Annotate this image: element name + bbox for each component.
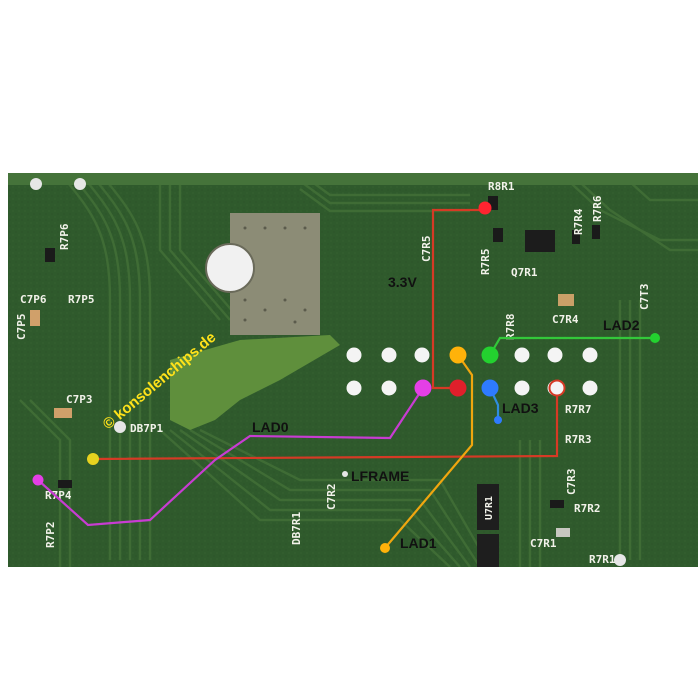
end-lad2-marker bbox=[650, 333, 660, 343]
wire-3v3 bbox=[431, 208, 485, 390]
silk-c7t3: C7T3 bbox=[638, 284, 651, 311]
via-pad bbox=[74, 178, 86, 190]
resistor-r7r4 bbox=[572, 230, 580, 244]
pad bbox=[582, 380, 598, 396]
pad bbox=[414, 347, 430, 363]
silk-db7r1: DB7R1 bbox=[290, 512, 303, 545]
silk-db7p1: DB7P1 bbox=[130, 422, 163, 435]
silk-c7r4: C7R4 bbox=[552, 313, 579, 326]
resistor-r7p4 bbox=[58, 480, 72, 488]
capacitor-c7r4 bbox=[558, 294, 574, 306]
silk-c7p5: C7P5 bbox=[15, 314, 28, 341]
silk-c7p3: C7P3 bbox=[66, 393, 93, 406]
silk-r7r2: R7R2 bbox=[574, 502, 601, 515]
silk-c7r5: C7R5 bbox=[420, 236, 433, 263]
pin-markers bbox=[32, 201, 660, 553]
label-lad2: LAD2 bbox=[603, 317, 640, 333]
pin-lad3-marker bbox=[481, 379, 499, 397]
pad bbox=[346, 347, 362, 363]
smd-chip-u7r1b bbox=[477, 534, 499, 567]
pin-lframe-marker bbox=[548, 379, 566, 397]
mounting-hole bbox=[205, 243, 255, 293]
silk-r7r1: R7R1 bbox=[589, 553, 616, 566]
silk-r7r4: R7R4 bbox=[572, 208, 585, 235]
capacitor-c7p5 bbox=[30, 310, 40, 326]
smd-chip-u7r1 bbox=[477, 484, 499, 530]
pad bbox=[514, 347, 530, 363]
resistor-r8r1-part bbox=[488, 196, 498, 210]
label-lad3: LAD3 bbox=[502, 400, 539, 416]
shield-dots bbox=[243, 226, 307, 324]
label-lframe: LFRAME bbox=[351, 468, 409, 484]
silk-u7r1: U7R1 bbox=[484, 496, 495, 520]
silk-r7r5: R7R5 bbox=[479, 249, 492, 276]
resistor-r7r5 bbox=[493, 228, 503, 242]
wire-lad0 bbox=[37, 387, 424, 527]
silk-c7r2: C7R2 bbox=[325, 484, 338, 511]
pin-3v3-marker bbox=[449, 379, 467, 397]
pin-lad0-marker bbox=[414, 379, 432, 397]
silk-r7p6: R7P6 bbox=[58, 223, 71, 250]
silkscreen-labels: R8R1 C7R5 R7R5 Q7R1 R7R4 R7R6 R7R8 C7R4 … bbox=[15, 180, 651, 566]
end-3v3-marker bbox=[478, 201, 492, 215]
pin-lad2-marker bbox=[481, 346, 499, 364]
smd-chip-q7r1 bbox=[525, 230, 555, 252]
wire-lframe bbox=[92, 388, 559, 461]
pad bbox=[547, 347, 563, 363]
via-pad bbox=[114, 421, 126, 433]
silk-r7r7: R7R7 bbox=[565, 403, 592, 416]
end-lframe-marker bbox=[87, 453, 99, 465]
pad bbox=[381, 347, 397, 363]
silk-r7p5: R7P5 bbox=[68, 293, 95, 306]
via-pad bbox=[614, 554, 626, 566]
label-lad1: LAD1 bbox=[400, 535, 437, 551]
silk-q7r1: Q7R1 bbox=[511, 266, 538, 279]
end-lad0-marker bbox=[32, 474, 44, 486]
silk-r7r3: R7R3 bbox=[565, 433, 592, 446]
via-pad bbox=[30, 178, 42, 190]
copper-pour-strip bbox=[8, 173, 698, 185]
header-pads bbox=[346, 347, 598, 396]
silk-r7r8: R7R8 bbox=[504, 314, 517, 341]
silk-r7r6: R7R6 bbox=[591, 195, 604, 222]
resistor-r7r6 bbox=[592, 225, 600, 239]
pad bbox=[582, 347, 598, 363]
pad bbox=[381, 380, 397, 396]
pad bbox=[346, 380, 362, 396]
capacitor-c7r1 bbox=[556, 528, 570, 537]
wire-lad1 bbox=[384, 354, 474, 549]
via-pad bbox=[342, 471, 348, 477]
smd-components bbox=[30, 178, 626, 567]
resistor-r7p6 bbox=[45, 248, 55, 262]
end-lad1-marker bbox=[380, 543, 390, 553]
pin-lad1-marker bbox=[449, 346, 467, 364]
silk-c7r3: C7R3 bbox=[565, 469, 578, 496]
resistor-r7r2 bbox=[550, 500, 564, 508]
pad bbox=[514, 380, 530, 396]
end-lad3-marker bbox=[494, 416, 502, 424]
silk-c7r1: C7R1 bbox=[530, 537, 557, 550]
silk-c7p6: C7P6 bbox=[20, 293, 47, 306]
copper-pour-area bbox=[170, 335, 340, 430]
silk-r8r1: R8R1 bbox=[488, 180, 515, 193]
silk-r7p2: R7P2 bbox=[44, 522, 57, 549]
label-3v3: 3.3V bbox=[388, 274, 417, 290]
label-lad0: LAD0 bbox=[252, 419, 289, 435]
capacitor-c7p3 bbox=[54, 408, 72, 418]
